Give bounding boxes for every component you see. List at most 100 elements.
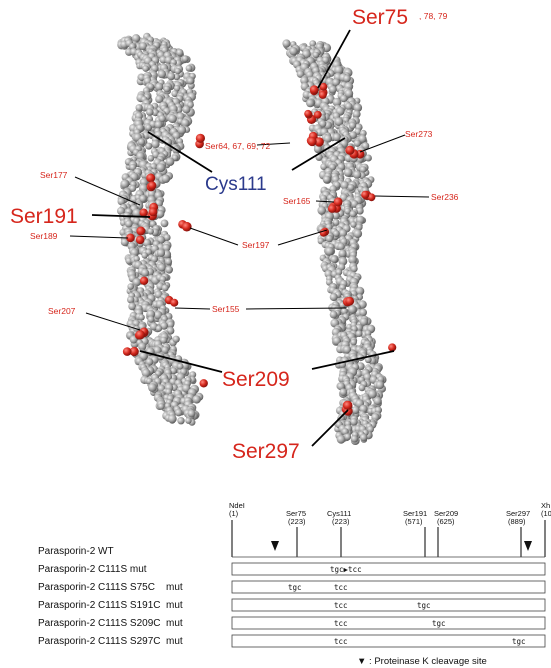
label-ser177: Ser177: [40, 170, 68, 180]
atom-sphere: [127, 296, 134, 303]
atom-sphere: [162, 284, 169, 291]
atom-sphere: [350, 418, 358, 426]
atom-sphere: [349, 122, 356, 129]
site-xh-pos: (10: [541, 509, 551, 518]
atom-sphere: [317, 206, 326, 215]
row-label: Parasporin-2 C111S S75C mut: [38, 582, 183, 593]
label-cys111: Cys111: [205, 174, 267, 195]
serine-atom: [334, 197, 343, 206]
site-ser75-pos: (223): [288, 517, 306, 526]
atom-sphere: [156, 210, 164, 218]
atom-sphere: [146, 108, 154, 116]
site-cys111-pos: (223): [332, 517, 350, 526]
atom-sphere: [177, 417, 184, 424]
construct-row: Parasporin-2 C111S S297C mut tcc tgc: [38, 635, 545, 647]
label-ser155: Ser155: [212, 304, 240, 314]
codon-change: tgc▶tcc: [330, 565, 362, 574]
atom-sphere: [168, 414, 177, 423]
codon: tcc: [334, 601, 348, 610]
label-ser236: Ser236: [431, 192, 459, 202]
atom-sphere: [323, 176, 331, 184]
atom-sphere: [359, 309, 367, 317]
atom-sphere: [289, 47, 297, 55]
serine-atom: [345, 146, 354, 155]
atom-sphere: [339, 250, 347, 258]
atom-sphere: [360, 166, 367, 173]
construct-bar: [232, 581, 545, 593]
atom-sphere: [128, 303, 136, 311]
atom-sphere: [331, 256, 338, 263]
atom-sphere: [350, 221, 356, 227]
atom-sphere: [145, 143, 152, 150]
atom-sphere: [165, 266, 173, 274]
construct-row: Parasporin-2 C111S S209C mut tcc tgc: [38, 617, 545, 629]
atom-sphere: [168, 114, 177, 123]
serine-atom: [328, 204, 337, 213]
atom-sphere: [151, 140, 159, 148]
label-ser165: Ser165: [283, 196, 311, 206]
atom-sphere: [343, 75, 351, 83]
site-ndei-pos: (1): [229, 509, 239, 518]
serine-atom: [136, 330, 145, 339]
atom-sphere: [187, 77, 194, 84]
atom-sphere: [350, 210, 357, 217]
cleavage-site-marker: [524, 541, 532, 551]
atom-sphere: [330, 311, 338, 319]
codon: tgc: [512, 637, 526, 646]
row-label: Parasporin-2 WT: [38, 546, 114, 557]
atom-sphere: [176, 49, 183, 56]
serine-atom: [388, 343, 396, 351]
atom-sphere: [330, 293, 338, 301]
site-ser297-pos: (889): [508, 517, 526, 526]
serine-atom: [361, 191, 369, 199]
atom-sphere: [356, 330, 363, 337]
atom-sphere: [182, 55, 189, 62]
atom-sphere: [337, 435, 346, 444]
serine-atom: [148, 181, 156, 189]
atom-sphere: [125, 220, 133, 228]
atom-sphere: [157, 249, 165, 257]
cleavage-site-marker: [271, 541, 279, 551]
atom-sphere: [186, 65, 193, 72]
atom-sphere: [182, 105, 190, 113]
atom-sphere: [158, 403, 165, 410]
serine-atom: [308, 137, 317, 146]
atom-sphere: [188, 410, 196, 418]
legend-cleavage-site: ▼ : Proteinase K cleavage site: [357, 656, 487, 667]
label-ser209: Ser209: [222, 368, 290, 391]
atom-sphere: [374, 397, 382, 405]
construct-bar: [232, 635, 545, 647]
serine-atom: [319, 91, 327, 99]
atom-sphere: [167, 72, 175, 80]
label-ser189: Ser189: [30, 231, 58, 241]
atom-sphere: [351, 435, 358, 442]
row-label: Parasporin-2 C111S mut: [38, 564, 147, 575]
serine-atom: [343, 401, 352, 410]
atom-sphere: [345, 103, 352, 110]
atom-sphere: [127, 283, 134, 290]
atom-sphere: [326, 235, 333, 242]
codon: tgc: [288, 583, 302, 592]
atom-sphere: [185, 418, 191, 424]
atom-sphere: [354, 140, 361, 147]
codon: tgc: [432, 619, 446, 628]
atom-sphere: [145, 124, 151, 130]
label-ser297: Ser297: [232, 440, 300, 463]
serine-atom: [149, 208, 158, 217]
serine-atom: [182, 222, 192, 232]
construct-bar: [232, 617, 545, 629]
row-label: Parasporin-2 C111S S191C mut: [38, 600, 183, 611]
atom-sphere: [155, 83, 163, 91]
atom-sphere: [376, 381, 384, 389]
atom-sphere: [158, 70, 166, 78]
atom-sphere: [136, 104, 143, 111]
serine-atom: [140, 209, 148, 217]
label-ser207: Ser207: [48, 306, 76, 316]
atom-sphere: [325, 247, 334, 256]
atom-sphere: [155, 121, 163, 129]
atom-sphere: [351, 339, 357, 345]
atom-sphere: [156, 163, 165, 172]
atom-sphere: [139, 195, 146, 202]
serine-atom: [170, 299, 178, 307]
atom-sphere: [156, 325, 162, 331]
